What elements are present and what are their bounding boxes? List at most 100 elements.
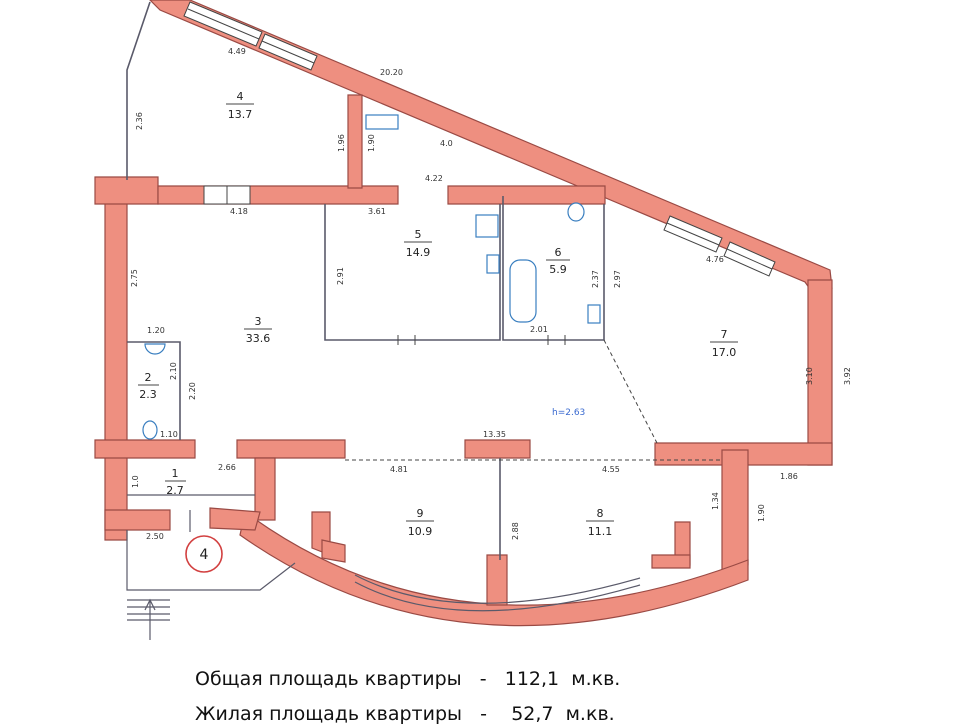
room-2-number: 2 xyxy=(145,371,152,384)
wall-stub-8b xyxy=(651,554,691,569)
dimension-labels: 4.49 20.20 2.36 1.96 1.90 4.0 4.22 4.18 … xyxy=(130,47,852,541)
toilet-icon xyxy=(567,202,585,222)
window-1 xyxy=(183,1,263,47)
dim-label: 3.92 xyxy=(843,367,852,385)
room-6-number: 6 xyxy=(555,246,562,259)
living-area-unit: м.кв. xyxy=(565,703,615,725)
living-area-line: Жилая площадь квартиры - 52,7 м.кв. xyxy=(195,703,615,725)
dim-label: 20.20 xyxy=(380,68,403,77)
room-8-number: 8 xyxy=(597,507,604,520)
dim-label: 2.20 xyxy=(188,382,197,400)
radiator-icon xyxy=(365,114,399,130)
dim-label: 3.10 xyxy=(805,367,814,385)
entrance-marker-label: 4 xyxy=(200,547,209,563)
dim-label: 1.86 xyxy=(780,472,798,481)
dim-label: 1.90 xyxy=(757,504,766,522)
dim-label: 4.81 xyxy=(390,465,408,474)
wall-partition-98 xyxy=(486,554,508,606)
wall-room4-bottom xyxy=(157,185,399,205)
wc-icon xyxy=(142,420,158,440)
room-3-number: 3 xyxy=(255,315,262,328)
floor-plan: 4 1 2.7 2 2.3 3 33.6 4 13.7 5 14.9 6 5.9… xyxy=(94,0,852,640)
wall-left xyxy=(104,191,128,541)
dim-label: 1.20 xyxy=(147,326,165,335)
dim-label: 2.66 xyxy=(218,463,236,472)
wall-right-lower xyxy=(721,449,749,576)
dim-label: 2.88 xyxy=(511,522,520,540)
total-area-label: Общая площадь квартиры xyxy=(195,668,462,690)
ceiling-height-label: h=2.63 xyxy=(552,408,585,418)
wall-curve xyxy=(239,510,749,627)
window-3 xyxy=(663,215,723,253)
dim-label: 2.75 xyxy=(130,269,139,287)
window-curve xyxy=(354,574,641,612)
dim-label: 4.22 xyxy=(425,174,443,183)
stove-icon xyxy=(475,214,499,238)
dim-label: 2.50 xyxy=(146,532,164,541)
room-5-area: 14.9 xyxy=(406,246,431,259)
room-1-number: 1 xyxy=(172,467,179,480)
dim-label: 2.36 xyxy=(135,112,144,130)
room-9-area: 10.9 xyxy=(408,525,433,538)
living-area-sep: - xyxy=(480,703,488,725)
door-room6 xyxy=(547,335,566,345)
room-8-area: 11.1 xyxy=(588,525,613,538)
living-area-label: Жилая площадь квартиры xyxy=(195,703,463,725)
room-9-number: 9 xyxy=(417,507,424,520)
wall-room2 xyxy=(127,341,181,440)
dim-label: 3.61 xyxy=(368,207,386,216)
window-2 xyxy=(258,33,318,71)
room-6-area: 5.9 xyxy=(549,263,567,276)
dim-label: 1.90 xyxy=(367,134,376,152)
wall-room5-top xyxy=(447,185,606,205)
total-area-unit: м.кв. xyxy=(571,668,621,690)
wall-room4-left xyxy=(126,1,151,180)
room-4-number: 4 xyxy=(237,90,244,103)
wall-top-left xyxy=(94,176,159,205)
wall-mid-left xyxy=(94,439,196,459)
bathtub-icon xyxy=(509,259,537,323)
room-5-number: 5 xyxy=(415,228,422,241)
wall-stub-9b xyxy=(321,539,346,563)
dim-label: 1.0 xyxy=(131,475,140,488)
room-7-number: 7 xyxy=(721,328,728,341)
window-4 xyxy=(723,241,776,277)
room-labels: 1 2.7 2 2.3 3 33.6 4 13.7 5 14.9 6 5.9 7… xyxy=(138,90,738,538)
dim-label: 1.34 xyxy=(711,492,720,510)
wall-stub-top xyxy=(347,94,363,189)
dim-label: 2.91 xyxy=(336,267,345,285)
wall-mid-center2 xyxy=(464,439,531,459)
wall-hall-bottom xyxy=(104,509,171,531)
wall-room6 xyxy=(502,196,605,341)
dim-label: 2.10 xyxy=(169,362,178,380)
dim-label: 2.37 xyxy=(591,270,600,288)
total-area-line: Общая площадь квартиры - 112,1 м.кв. xyxy=(195,668,620,690)
dim-label: 4.55 xyxy=(602,465,620,474)
wall-room5 xyxy=(324,204,501,341)
wall-hall-bottom2 xyxy=(209,507,261,531)
room-4-area: 13.7 xyxy=(228,108,253,121)
dim-label: 4.18 xyxy=(230,207,248,216)
sink-icon xyxy=(486,254,500,274)
dim-label: 2.01 xyxy=(530,325,548,334)
dim-label: 4.49 xyxy=(228,47,246,56)
washbasin-icon xyxy=(587,304,601,324)
room-1-area: 2.7 xyxy=(166,484,184,497)
arch-line-37 xyxy=(603,339,658,444)
window-room4-bottom xyxy=(203,185,251,205)
room-2-area: 2.3 xyxy=(139,388,157,401)
dim-label: 1.10 xyxy=(160,430,178,439)
wall-hall-right xyxy=(254,457,276,521)
room-3-area: 33.6 xyxy=(246,332,271,345)
dim-label: 2.97 xyxy=(613,270,622,288)
total-area-sep: - xyxy=(479,668,487,690)
living-area-value: 52,7 xyxy=(511,703,554,725)
dim-label: 13.35 xyxy=(483,430,506,439)
washstand-icon xyxy=(144,343,166,355)
entrance-stairs xyxy=(126,510,296,640)
dim-label: 1.96 xyxy=(337,134,346,152)
door-room5 xyxy=(397,335,416,345)
room-7-area: 17.0 xyxy=(712,346,737,359)
dim-label: 4.76 xyxy=(706,255,724,264)
total-area-value: 112,1 xyxy=(504,668,560,690)
